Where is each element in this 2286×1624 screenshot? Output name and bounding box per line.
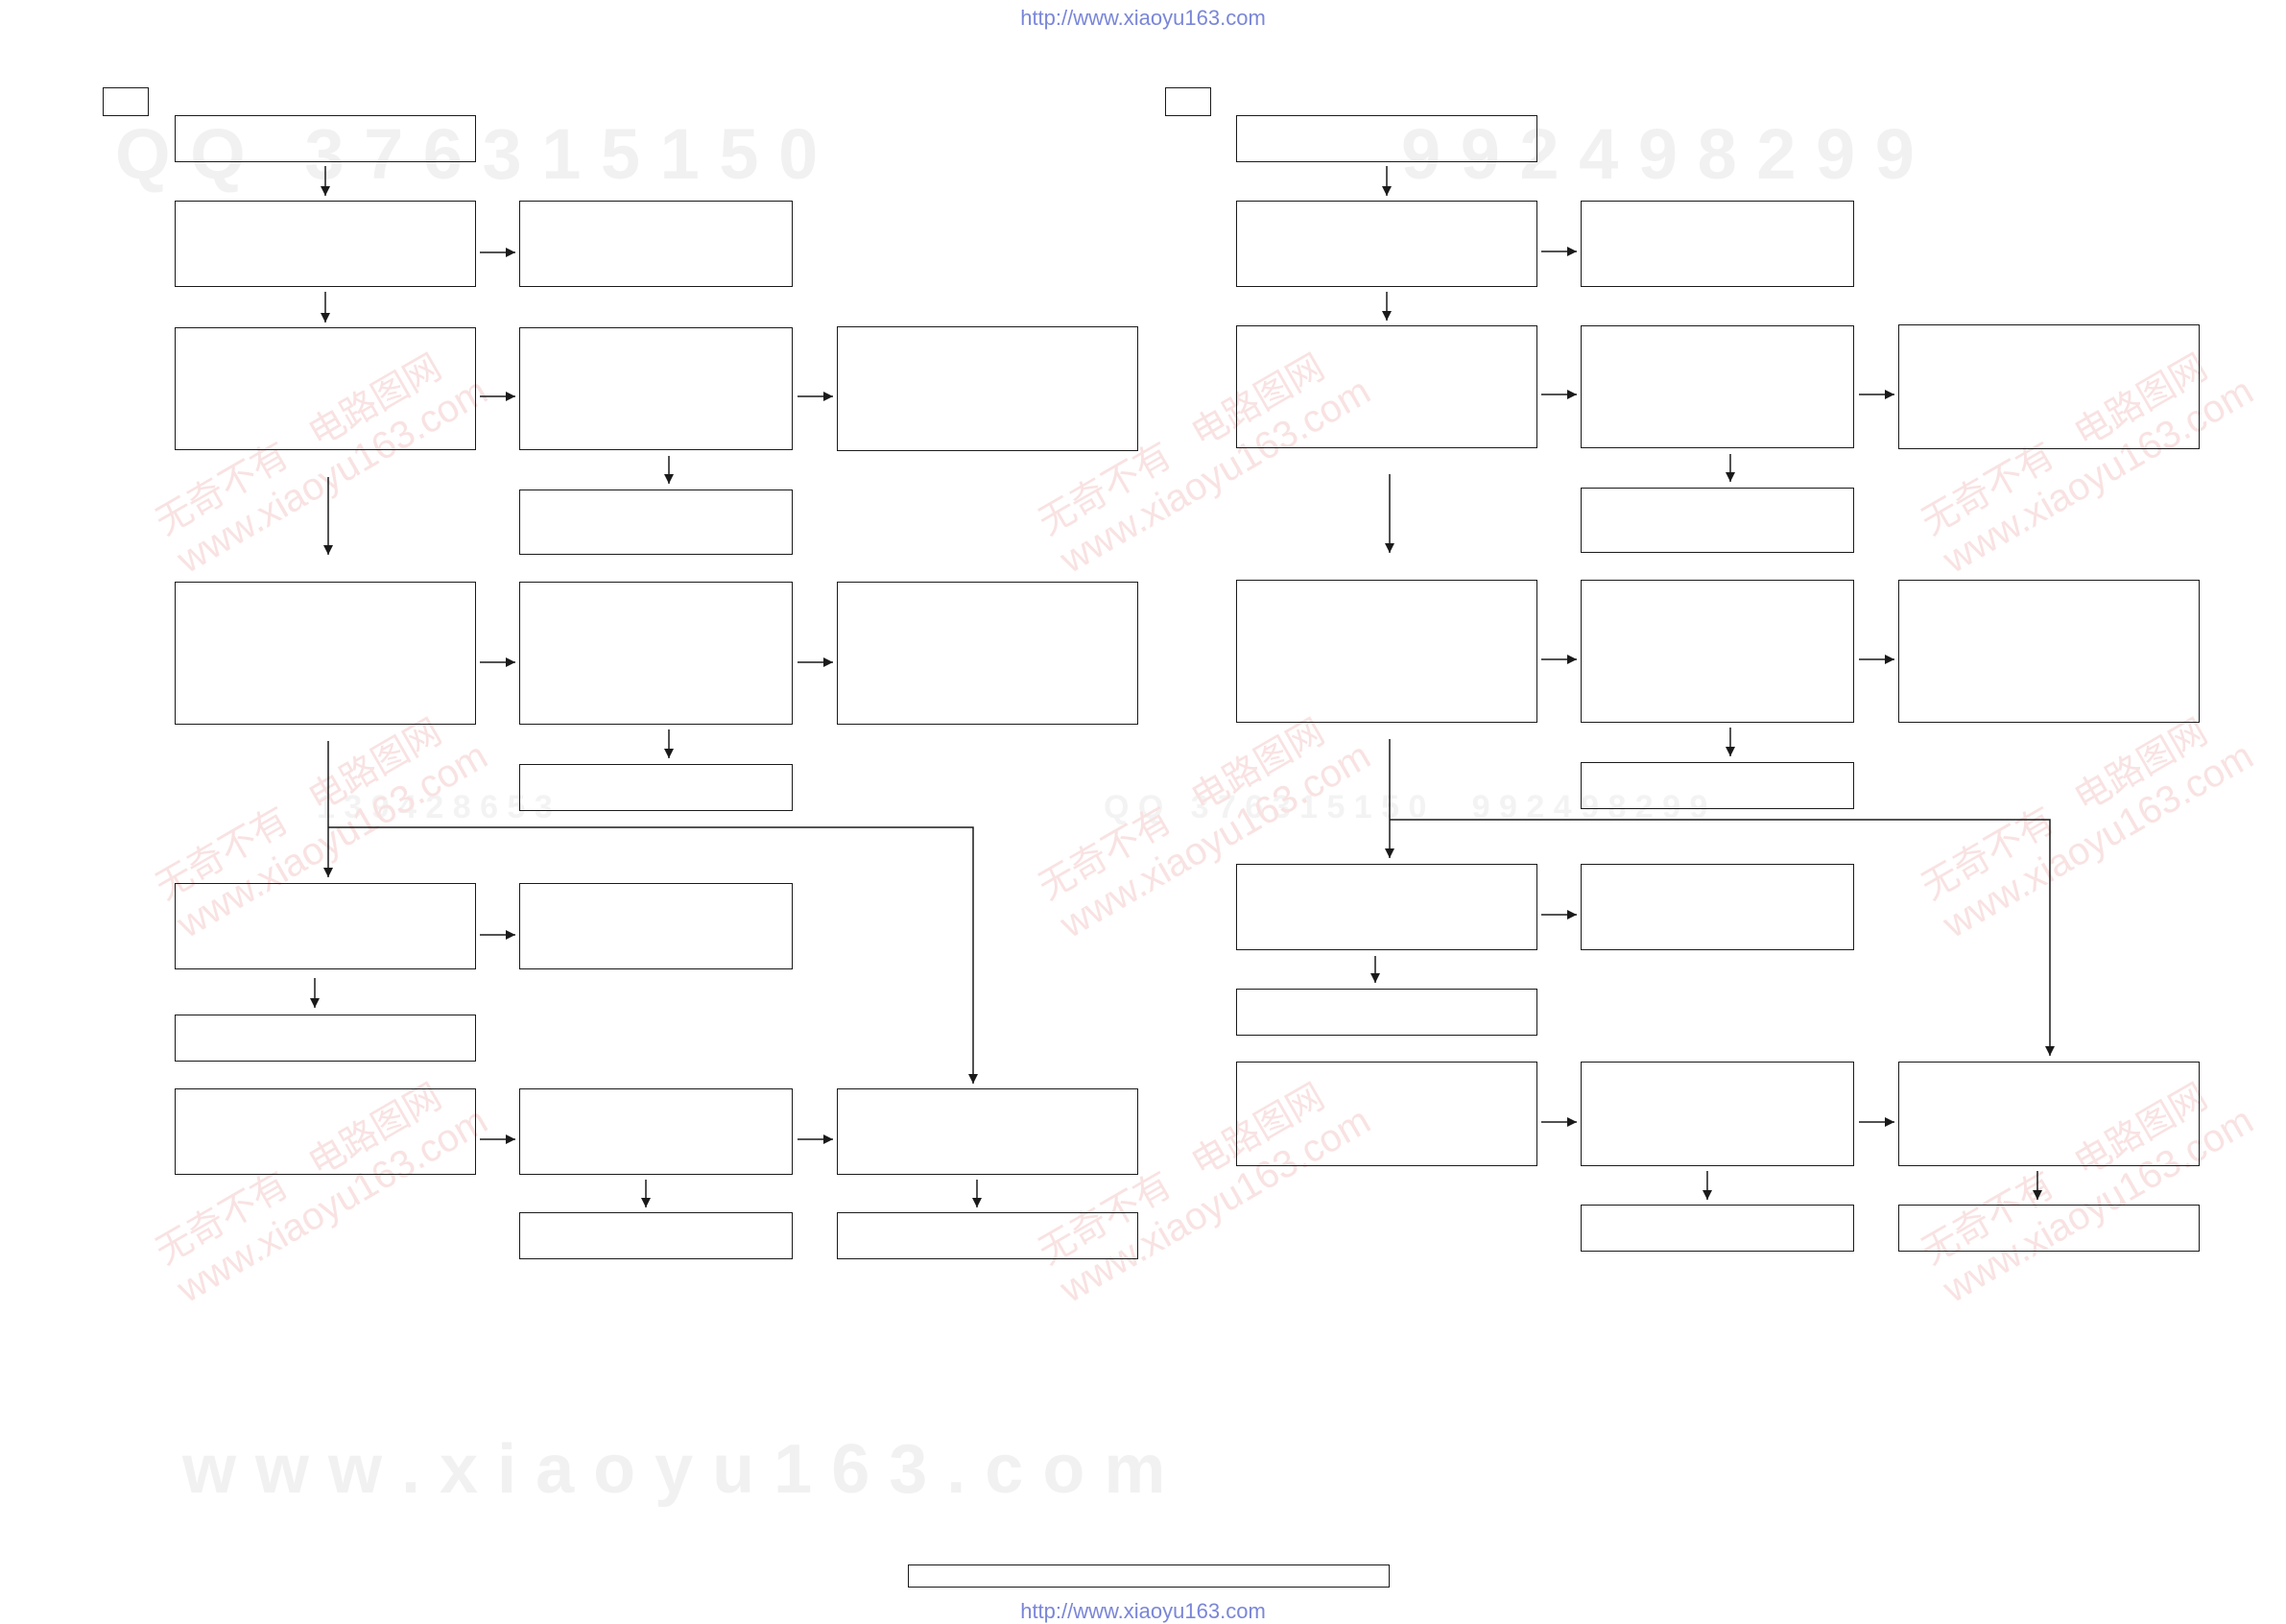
left-box-r5-c2 <box>519 1088 793 1175</box>
left-box-r1-c2 <box>519 201 793 287</box>
right-box-r3-c3 <box>1898 580 2200 723</box>
left-box-r4-c1-sub <box>175 1015 476 1062</box>
left-box-r4-c2 <box>519 883 793 969</box>
left-box-r3-c3 <box>837 582 1138 725</box>
right-box-r2-c1 <box>1236 325 1537 448</box>
right-box-r5-c3 <box>1898 1062 2200 1166</box>
right-box-r2-c2 <box>1581 325 1854 448</box>
right-box-r1-c2 <box>1581 201 1854 287</box>
left-box-r5-c1 <box>175 1088 476 1175</box>
left-box-r2-c3 <box>837 326 1138 451</box>
right-section-tag <box>1165 87 1211 116</box>
right-box-r2-c2-sub <box>1581 488 1854 553</box>
right-box-r3-c2 <box>1581 580 1854 723</box>
left-box-r1-c1 <box>175 201 476 287</box>
left-box-r2-c2 <box>519 327 793 450</box>
left-box-r4-c1 <box>175 883 476 969</box>
left-box-r3-c2 <box>519 582 793 725</box>
header-url[interactable]: http://www.xiaoyu163.com <box>1020 6 1266 30</box>
left-box-r3-c1 <box>175 582 476 725</box>
right-box-r3-c2-sub <box>1581 762 1854 809</box>
right-box-r4-c1-sub <box>1236 989 1537 1036</box>
left-box-r2-c1 <box>175 327 476 450</box>
left-box-r5-c3 <box>837 1088 1138 1175</box>
right-box-r5-c2-sub <box>1581 1205 1854 1252</box>
right-box-r4-c2 <box>1581 864 1854 950</box>
right-box-r5-c3-sub <box>1898 1205 2200 1252</box>
right-box-r4-c1 <box>1236 864 1537 950</box>
left-box-r5-c2-sub <box>519 1212 793 1259</box>
left-box-start <box>175 115 476 162</box>
right-arrow-branch <box>1390 819 2055 1056</box>
left-box-r2-c2-sub <box>519 490 793 555</box>
right-box-start <box>1236 115 1537 162</box>
right-box-r5-c2 <box>1581 1062 1854 1166</box>
left-box-r5-c3-sub <box>837 1212 1138 1259</box>
caption-box <box>908 1564 1390 1588</box>
right-box-r1-c1 <box>1236 201 1537 287</box>
right-box-r5-c1 <box>1236 1062 1537 1166</box>
left-arrow-branch <box>328 826 978 1084</box>
right-box-r2-c3 <box>1898 324 2200 449</box>
left-section-tag <box>103 87 149 116</box>
left-box-r3-c2-sub <box>519 764 793 811</box>
right-box-r3-c1 <box>1236 580 1537 723</box>
